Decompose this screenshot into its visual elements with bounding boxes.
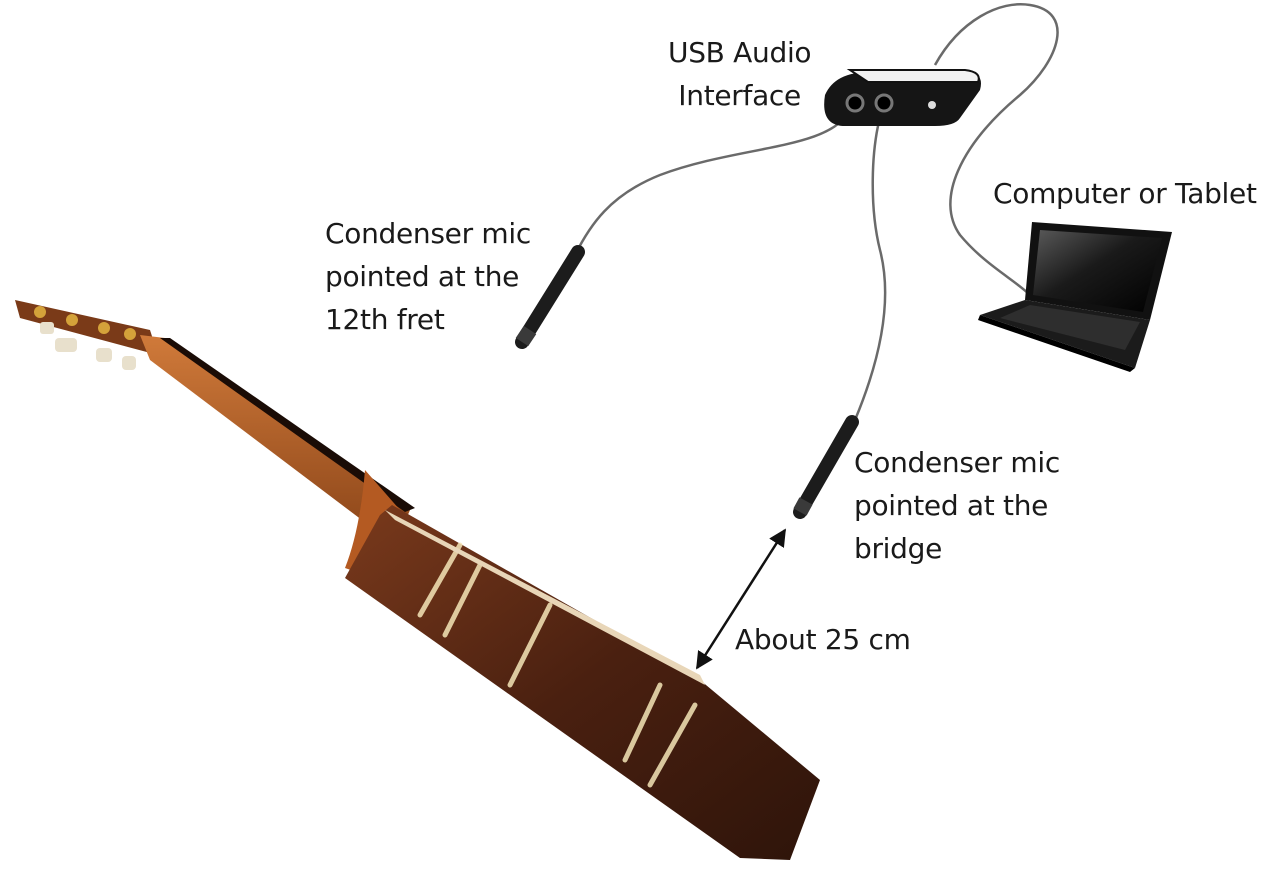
cables: [573, 3, 1059, 421]
distance-arrow: [695, 528, 787, 670]
cable-mic1-to-interface: [573, 109, 852, 256]
label-mic-bridge-line3: bridge: [854, 532, 943, 565]
cable-interface-to-laptop: [933, 3, 1059, 296]
guitar-icon: [15, 300, 820, 860]
label-usb-interface-line2: Interface: [678, 79, 801, 112]
label-distance: About 25 cm: [735, 618, 911, 661]
label-mic-fret: Condenser mic pointed at the 12th fret: [325, 212, 531, 341]
label-mic-fret-line1: Condenser mic: [325, 217, 531, 250]
label-mic-bridge: Condenser mic pointed at the bridge: [854, 441, 1060, 570]
label-usb-interface: USB Audio Interface: [668, 31, 812, 117]
label-mic-fret-line3: 12th fret: [325, 303, 445, 336]
label-mic-bridge-line2: pointed at the: [854, 489, 1049, 522]
label-distance-text: About 25 cm: [735, 623, 911, 656]
label-usb-interface-line1: USB Audio: [668, 36, 812, 69]
label-mic-bridge-line1: Condenser mic: [854, 446, 1060, 479]
usb-audio-interface-icon: [824, 69, 981, 126]
cable-mic2-to-interface: [853, 109, 887, 421]
condenser-mic-bridge-icon: [793, 415, 859, 519]
label-computer-text: Computer or Tablet: [993, 177, 1257, 210]
label-computer: Computer or Tablet: [993, 172, 1257, 215]
laptop-icon: [978, 222, 1172, 372]
label-mic-fret-line2: pointed at the: [325, 260, 520, 293]
condenser-mic-fret-icon: [515, 245, 585, 349]
